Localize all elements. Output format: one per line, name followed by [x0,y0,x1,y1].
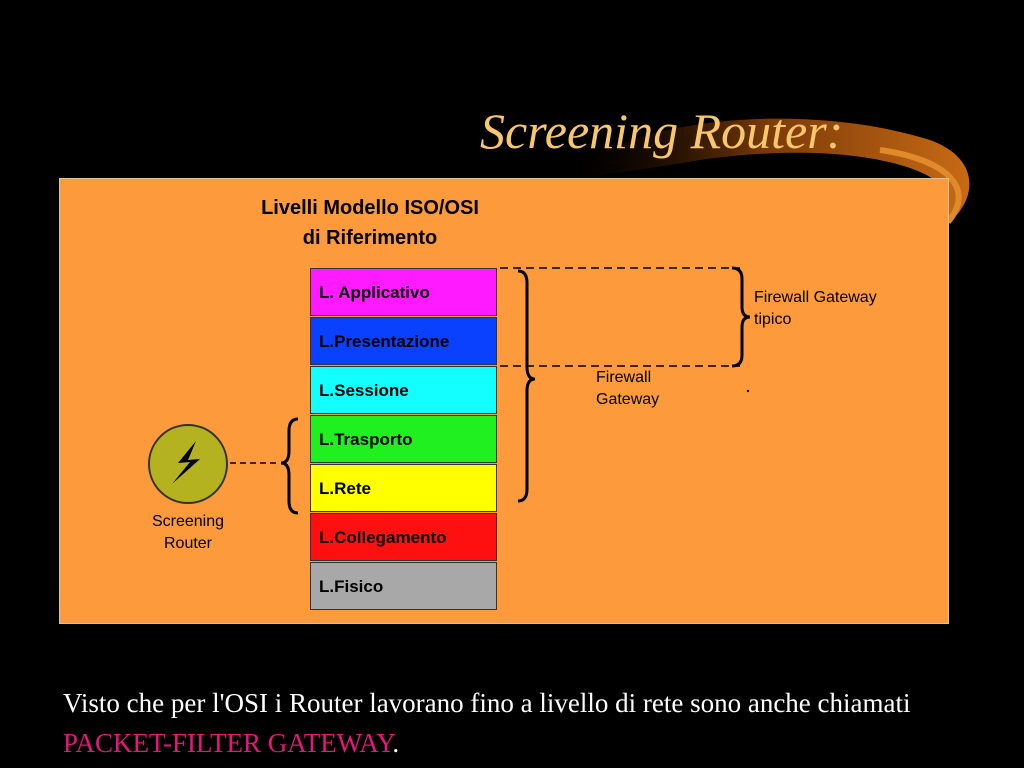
layer-presentazione: L.Presentazione [310,317,497,365]
label-firewall-gateway: Firewall Gateway [596,369,660,408]
lightning-icon [148,424,228,504]
layer-sessione: L.Sessione [310,366,497,414]
layer-trasporto: L.Trasporto [310,415,497,463]
label-firewall-gateway-tipico: Firewall Gateway tipico [754,289,877,328]
diagram-title-line1: Livelli Modello ISO/OSI [261,197,479,219]
osi-diagram-panel: Livelli Modello ISO/OSI di Riferimento L… [59,178,949,624]
layer-rete: L.Rete [310,464,497,512]
label-screening-router: Screening Router [151,513,225,552]
slide-title: Screening Router: [480,103,844,159]
layer-collegamento: L.Collegamento [310,513,497,561]
bracket-firewall-tipico [731,266,751,368]
packet-filter-highlight: PACKET-FILTER GATEWAY [63,728,393,758]
diagram-connectors [148,266,751,515]
diagram-title-line2: di Riferimento [302,227,438,249]
bracket-router [280,417,299,515]
slide-body-text: Visto che per l'OSI i Router lavorano fi… [63,683,1013,763]
diagram-title: Livelli Modello ISO/OSI di Riferimento [240,193,500,253]
layer-fisico: L.Fisico [310,562,497,610]
bracket-firewall [517,269,536,503]
layer-applicativo: L. Applicativo [310,268,497,316]
body-text: Visto che per l'OSI i Router lavorano fi… [63,688,911,718]
trailing-text: . [392,728,400,758]
